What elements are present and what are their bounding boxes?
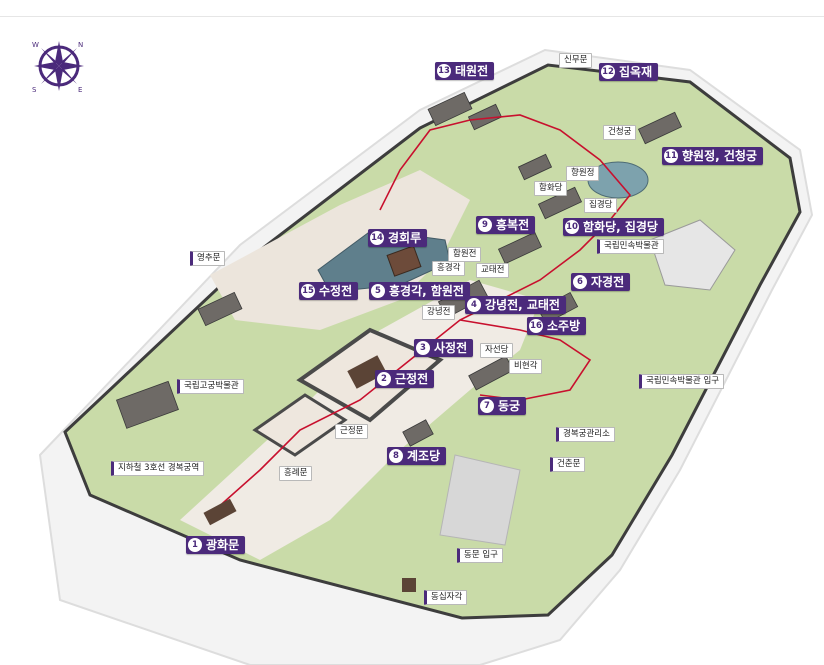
sublabel-heunggyeonggak[interactable]: 흥경각 <box>432 261 466 276</box>
sublabel-jipgyeongdang[interactable]: 집경당 <box>584 198 618 213</box>
top-divider <box>0 16 824 17</box>
folk-museum <box>649 219 736 291</box>
sublabel-folk-museum[interactable]: 국립민속박물관 <box>597 239 664 254</box>
parking-area <box>439 454 521 546</box>
compass-s: S <box>32 86 37 94</box>
sublabel-yeongchumun[interactable]: 영추문 <box>190 251 226 266</box>
sublabel-gangnyeongjeon[interactable]: 강녕전 <box>422 305 456 320</box>
sublabel-bihyeongak[interactable]: 비현각 <box>509 359 543 374</box>
sublabel-management-office[interactable]: 경복궁관리소 <box>556 427 615 442</box>
sublabel-palace-museum[interactable]: 국립고궁박물관 <box>177 379 244 394</box>
gyeonghoeru-pavilion <box>386 245 422 277</box>
sublabel-jaseondang[interactable]: 자선당 <box>480 343 514 358</box>
dongsipjagak <box>402 578 416 592</box>
geunjeongjeon-hall <box>347 355 387 389</box>
compass-rose-icon: N E S W <box>32 41 84 94</box>
compass-n: N <box>78 41 83 49</box>
sublabel-subway-station[interactable]: 지하철 3호선 경복궁역 <box>111 461 205 476</box>
compass-w: W <box>32 41 39 49</box>
compass-e: E <box>78 86 82 94</box>
gwanghwamun-gate <box>203 498 237 526</box>
sublabel-geoncheonggung[interactable]: 건청궁 <box>603 125 637 140</box>
sublabel-hamhwadang[interactable]: 함화당 <box>534 181 568 196</box>
sublabel-geonchunmun[interactable]: 건춘문 <box>550 457 586 472</box>
sublabel-folk-museum-entrance[interactable]: 국립민속박물관 입구 <box>639 374 725 389</box>
gate-enclosure <box>252 393 348 457</box>
sublabel-east-gate-entrance[interactable]: 동문 입구 <box>457 548 503 563</box>
sublabel-sinmumun[interactable]: 신무문 <box>559 53 593 68</box>
sublabel-hyangwonjeong[interactable]: 향원정 <box>566 166 600 181</box>
sublabel-geunjeongmun[interactable]: 근정문 <box>335 424 369 439</box>
sublabel-heungnyemun[interactable]: 흥례문 <box>279 466 313 481</box>
sublabel-gyotaejeon[interactable]: 교태전 <box>476 263 510 278</box>
sublabel-dongsipjagak[interactable]: 동십자각 <box>424 590 468 605</box>
sublabel-hamwonjeon[interactable]: 함원전 <box>448 247 482 262</box>
